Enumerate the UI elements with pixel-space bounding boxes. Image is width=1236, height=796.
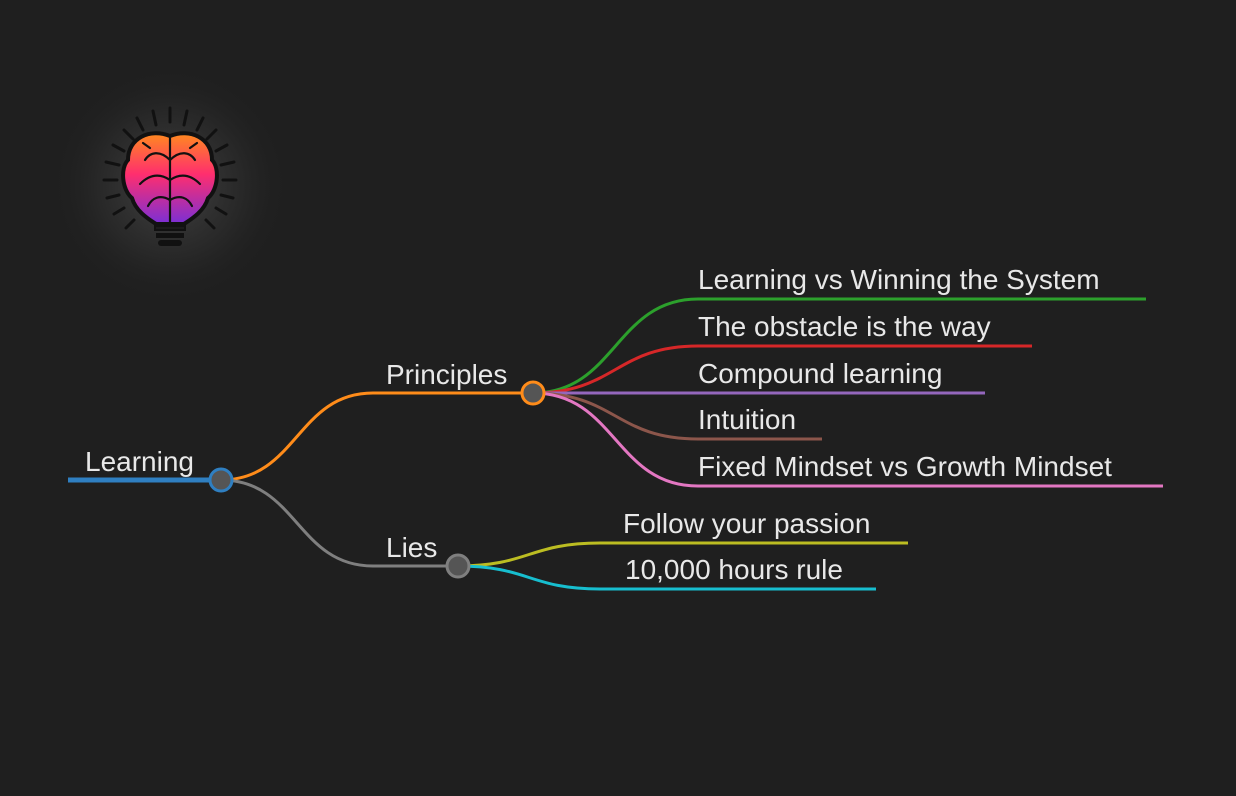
edge-branch-0-leaf-0 — [531, 297, 700, 395]
leaf-node-0-3[interactable]: Intuition — [698, 404, 796, 435]
edge-branch-1-leaf-1 — [456, 564, 602, 591]
mindmap-edges — [68, 297, 1163, 591]
leaf-node-1-0[interactable]: Follow your passion — [623, 508, 870, 539]
leaf-node-0-4[interactable]: Fixed Mindset vs Growth Mindset — [698, 451, 1112, 482]
leaf-node-1-1[interactable]: 10,000 hours rule — [625, 554, 843, 585]
root-toggle[interactable] — [208, 467, 234, 493]
branch-toggle-1[interactable] — [445, 553, 471, 579]
edge-branch-0-leaf-3 — [531, 391, 700, 441]
edge-root-to-1 — [219, 478, 375, 568]
edge-branch-0-leaf-4 — [531, 391, 700, 488]
edge-branch-1-leaf-0 — [456, 541, 602, 568]
brain-lightbulb-icon — [50, 65, 290, 305]
leaf-node-0-0[interactable]: Learning vs Winning the System — [698, 264, 1100, 295]
edge-branch-0-leaf-1 — [531, 344, 700, 395]
leaf-node-0-1[interactable]: The obstacle is the way — [698, 311, 991, 342]
leaf-node-0-2[interactable]: Compound learning — [698, 358, 942, 389]
root-node-learning[interactable]: Learning — [85, 446, 194, 477]
mindmap-nodes: Learning Principles Learning vs Winning th… — [85, 264, 1112, 585]
branch-toggle-0[interactable] — [520, 380, 546, 406]
branch-node-1[interactable]: Lies — [386, 532, 437, 563]
edge-root-to-0 — [219, 391, 375, 482]
branch-node-0[interactable]: Principles — [386, 359, 507, 390]
